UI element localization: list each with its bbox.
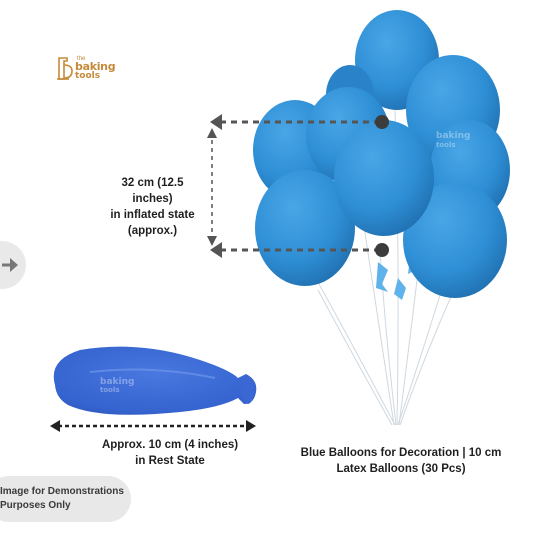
logo-the-text: the <box>77 56 86 62</box>
svg-text:baking: baking <box>436 131 470 141</box>
arrow-right-icon <box>2 258 18 272</box>
disclaimer-line-2: Purposes Only <box>0 500 71 511</box>
whisk-logo-icon <box>57 57 73 80</box>
inflated-line-3: (approx.) <box>127 225 178 237</box>
product-title-line-2: Latex Balloons (30 Pcs) <box>336 463 466 475</box>
rest-measure-arrow <box>50 420 256 432</box>
brand-logo: the baking tools <box>55 56 117 82</box>
svg-text:baking: baking <box>100 377 134 387</box>
logo-tools-text: tools <box>75 71 101 81</box>
deflated-balloon: baking tools <box>53 346 257 415</box>
demo-disclaimer-badge: Image for Demonstrations Purposes Only <box>0 476 131 522</box>
rest-size-label: Approx. 10 cm (4 inches) in Rest State <box>70 437 270 469</box>
disclaimer-line-1: Image for Demonstrations <box>0 486 124 497</box>
inflated-measure-arrow <box>207 114 389 258</box>
balloon-watermark: baking tools <box>436 131 470 149</box>
balloon <box>255 170 355 286</box>
balloon <box>403 182 507 298</box>
balloon <box>334 120 434 236</box>
balloon-bunch <box>253 10 510 298</box>
product-title: Blue Balloons for Decoration | 10 cm Lat… <box>296 445 506 477</box>
product-title-line-1: Blue Balloons for Decoration | 10 cm <box>300 447 502 459</box>
logo-baking-text: baking <box>75 60 116 73</box>
rest-line-2: in Rest State <box>135 455 205 467</box>
rest-line-1: Approx. 10 cm (4 inches) <box>101 439 239 451</box>
inflated-line-2: in inflated state <box>110 209 195 221</box>
inflated-line-1: 32 cm (12.5 inches) <box>121 177 184 205</box>
svg-text:tools: tools <box>100 386 120 394</box>
svg-text:tools: tools <box>436 141 456 149</box>
inflated-size-label: 32 cm (12.5 inches) in inflated state (a… <box>100 175 205 239</box>
